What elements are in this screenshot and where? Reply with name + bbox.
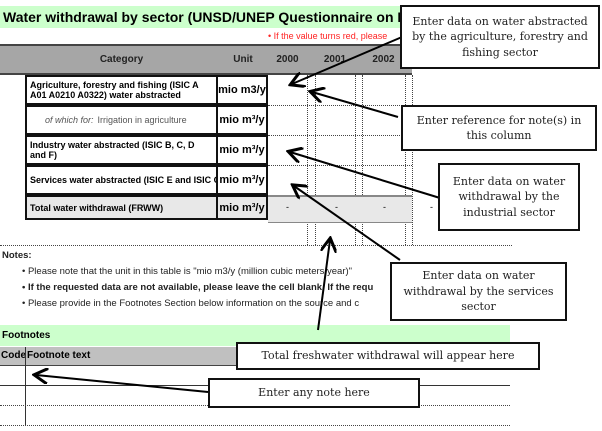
notes-heading: Notes:	[2, 250, 32, 261]
callout-note: Enter any note here	[208, 378, 420, 408]
note-blank-cells: • If the requested data are not availabl…	[22, 282, 374, 293]
arrow-industrial	[290, 152, 441, 199]
callout-agriculture: Enter data on water abstracted by the ag…	[400, 5, 600, 69]
table-header: Category Unit 2000 2001 2002	[0, 44, 412, 75]
grid-line	[268, 165, 412, 166]
irrigation-label: Irrigation in agriculture	[97, 115, 187, 125]
arrow-services	[294, 186, 401, 261]
footnotes-code-header: Code	[1, 350, 26, 361]
grid-line	[405, 75, 406, 245]
grid-line	[355, 75, 356, 245]
arrow-agriculture	[292, 36, 403, 84]
footnotes-heading: Footnotes	[0, 325, 510, 346]
callout-services: Enter data on water withdrawal by the se…	[390, 262, 567, 321]
note-unit: • Please note that the unit in this tabl…	[22, 266, 353, 277]
row-agriculture-unit: mio m3/y	[218, 75, 268, 105]
grid-line	[307, 75, 308, 245]
grid-line	[362, 75, 363, 245]
row-industry-category: Industry water abstracted (ISIC B, C, D …	[25, 135, 218, 165]
grid-line	[412, 75, 413, 245]
row-irrigation-category: of which for:Irrigation in agriculture	[25, 105, 218, 135]
row-services-category: Services water abstracted (ISIC E and IS…	[25, 165, 218, 195]
total-value-2000: -	[286, 202, 289, 212]
note-footnotes: • Please provide in the Footnotes Sectio…	[22, 298, 360, 309]
header-year-2001: 2001	[323, 54, 347, 65]
footnotes-text-header: Footnote text	[27, 350, 91, 361]
arrow-reference	[312, 92, 399, 118]
callout-industrial: Enter data on water withdrawal by the in…	[438, 163, 580, 231]
row-total-unit: mio m³/y	[218, 195, 268, 220]
grid-line	[0, 245, 512, 246]
row-services-unit: mio m³/y	[218, 165, 268, 195]
total-value-2002: -	[383, 202, 386, 212]
of-which-prefix: of which for:	[45, 115, 94, 125]
row-industry-unit: mio m³/y	[218, 135, 268, 165]
red-value-note: • If the value turns red, please	[268, 31, 388, 41]
grid-line	[268, 105, 412, 106]
row-total-category: Total water withdrawal (FRWW)	[25, 195, 218, 220]
code-column-divider	[25, 347, 26, 425]
arrow-total	[317, 240, 330, 331]
grid-line	[268, 135, 412, 136]
callout-total: Total freshwater withdrawal will appear …	[236, 342, 540, 370]
header-category: Category	[99, 54, 144, 65]
header-year-2002: 2002	[372, 54, 395, 65]
header-year-2000: 2000	[276, 54, 299, 65]
total-value-2001: -	[335, 202, 338, 212]
callout-reference: Enter reference for note(s) in this colu…	[401, 105, 597, 151]
row-irrigation-unit: mio m³/y	[218, 105, 268, 135]
sheet-title: Water withdrawal by sector (UNSD/UNEP Qu…	[0, 6, 400, 28]
footnote-row-line	[0, 425, 510, 426]
total-value-2003: -	[430, 202, 433, 212]
header-unit: Unit	[233, 54, 253, 65]
row-agriculture-category: Agriculture, forestry and fishing (ISIC …	[25, 75, 218, 105]
arrow-note	[36, 375, 209, 393]
